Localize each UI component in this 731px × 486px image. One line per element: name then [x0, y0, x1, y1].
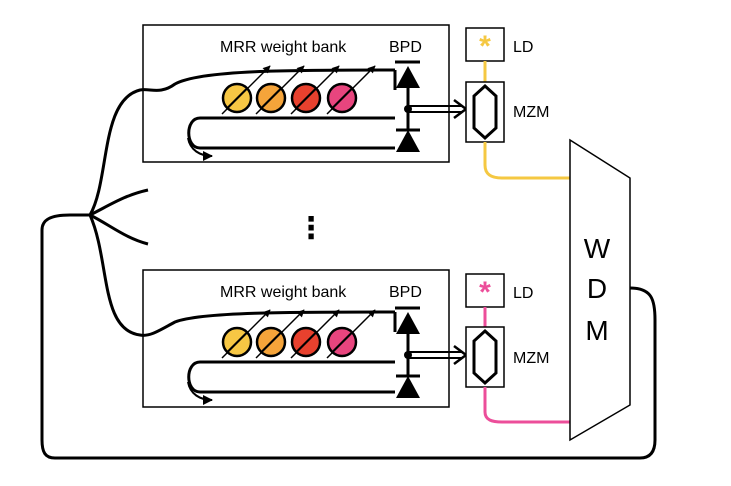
ring-1: [221, 65, 271, 115]
ld-label: LD: [513, 285, 533, 302]
splitter-fan: [88, 68, 396, 337]
wdm-multiplexer: W D M: [569, 138, 631, 442]
waveguides: [187, 70, 397, 161]
balanced-photodetector: [395, 60, 420, 152]
ring-3: [290, 309, 340, 359]
microring-resonators: [221, 65, 376, 115]
mrr-bank-label: MRR weight bank: [220, 284, 347, 301]
mzm-top: MZM: [465, 61, 570, 180]
mrr-bank-label: MRR weight bank: [220, 39, 347, 56]
ring-2: [255, 65, 305, 115]
weight-bank-top: MRR weight bank BPD: [142, 24, 469, 163]
signal-to-mzm: [408, 345, 469, 365]
bpd-label: BPD: [389, 284, 422, 301]
weight-bank-box: [142, 269, 450, 408]
mzm-bottom: MZM: [465, 307, 570, 424]
ellipsis-dots: ⋮: [296, 212, 326, 245]
feedback-loop: [40, 213, 657, 460]
ld-label: LD: [513, 39, 533, 56]
bpd-label: BPD: [389, 39, 422, 56]
ring-1: [221, 309, 271, 359]
laser-star-icon: *: [479, 30, 491, 63]
laser-top: * LD: [465, 27, 533, 63]
ring-3: [290, 65, 340, 115]
waveguides: [187, 312, 397, 405]
wdm-letter-d: D: [587, 273, 607, 304]
weight-bank-bottom: MRR weight bank BPD: [142, 269, 469, 408]
ring-4: [326, 65, 376, 115]
wdm-letter-m: M: [585, 315, 608, 346]
ring-2: [255, 309, 305, 359]
wdm-letter-w: W: [584, 233, 611, 264]
microring-resonators: [221, 309, 376, 359]
mzm-label: MZM: [513, 350, 549, 367]
mzm-label: MZM: [513, 104, 549, 121]
ring-4: [326, 309, 376, 359]
laser-bottom: * LD: [465, 273, 533, 309]
weight-bank-box: [142, 24, 450, 163]
laser-star-icon: *: [479, 276, 491, 309]
signal-to-mzm: [408, 99, 469, 119]
